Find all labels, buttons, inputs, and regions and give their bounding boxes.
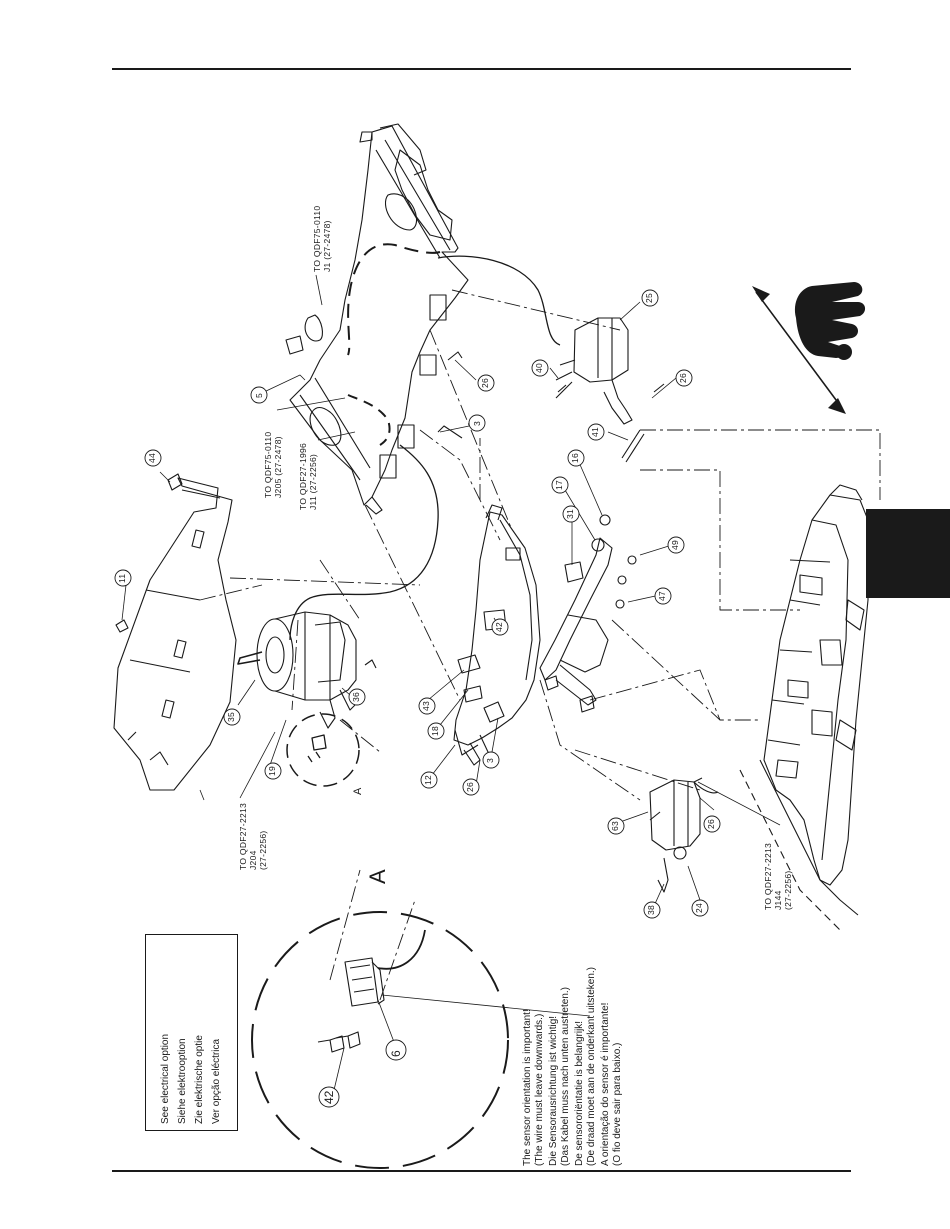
callout-label: 44 [147, 452, 157, 463]
callout-label: 26 [678, 372, 688, 383]
callout-label: 36 [351, 691, 361, 702]
cable-to-actuator [437, 255, 561, 346]
electrical-option-text: See electrical option Siehe elektrooptio… [160, 1034, 223, 1124]
callout-label: 25 [644, 292, 654, 303]
callout-label: 26 [480, 377, 490, 388]
double-arrow [755, 291, 843, 409]
detail-label-small: A [352, 787, 364, 795]
callout-label: 49 [670, 539, 680, 550]
callout-circles [114, 289, 721, 1108]
callout-label: 6 [389, 1050, 403, 1057]
sensor-detail [317, 929, 426, 1053]
pins [115, 351, 665, 821]
callout-label: 31 [565, 508, 575, 519]
motor-assembly [237, 611, 357, 729]
detail-a-big-circle [251, 911, 509, 1169]
middle-frame [453, 504, 541, 766]
bottom-rule [112, 1170, 851, 1172]
callout-label: 42 [494, 621, 504, 632]
note-line: Ver opção eléctrica [211, 1038, 222, 1124]
note-line: Zie elektrische optie [194, 1035, 205, 1124]
hand-icon [794, 282, 866, 360]
cable-to-motor [289, 444, 439, 641]
cross-arm [539, 514, 637, 706]
callout-label: 38 [646, 904, 656, 915]
callout-label: 42 [322, 1090, 336, 1104]
callout-label: 26 [706, 818, 716, 829]
electrical-option-note [145, 934, 238, 1131]
note-line: See electrical option [160, 1033, 171, 1124]
callout-label: 41 [590, 426, 600, 437]
callout-label: 35 [226, 711, 236, 722]
cable-dashed-lower [347, 394, 391, 446]
upper-frame [285, 123, 469, 515]
callout-label: 18 [430, 725, 440, 736]
callout-label: 63 [610, 820, 620, 831]
arrow-head-bottom [828, 398, 846, 414]
callout-label: 17 [554, 479, 564, 490]
callout-label: 47 [657, 590, 667, 601]
detail-a-small-circle [286, 713, 360, 787]
explode-lines [199, 289, 881, 1001]
chapter-tab [866, 509, 950, 598]
sensor-orientation-note: The sensor orientation is important! (Th… [522, 966, 623, 1166]
cable-dashed-upper [347, 243, 441, 356]
note-line: Siehe elektrooption [177, 1038, 188, 1124]
actuator-25 [555, 317, 633, 425]
callout-label: 40 [534, 362, 544, 373]
callout-label: 43 [421, 700, 431, 711]
callout-label: 24 [694, 902, 704, 913]
callout-label: 3 [472, 420, 482, 426]
top-rule [112, 68, 851, 70]
callout-label: 19 [267, 765, 277, 776]
actuator-24 [649, 777, 719, 893]
arrow-head-top [752, 286, 770, 302]
callout-label: 3 [485, 757, 495, 763]
callout-label: 11 [117, 573, 127, 583]
callout-label: 26 [465, 781, 475, 792]
detail-label-big: A [365, 869, 390, 884]
callout-label: 16 [570, 452, 580, 463]
leader-lines [121, 274, 781, 1091]
base-frame [739, 484, 869, 931]
seat-plate [113, 477, 237, 791]
callout-label: 12 [423, 774, 433, 785]
callout-label: 5 [254, 392, 264, 398]
